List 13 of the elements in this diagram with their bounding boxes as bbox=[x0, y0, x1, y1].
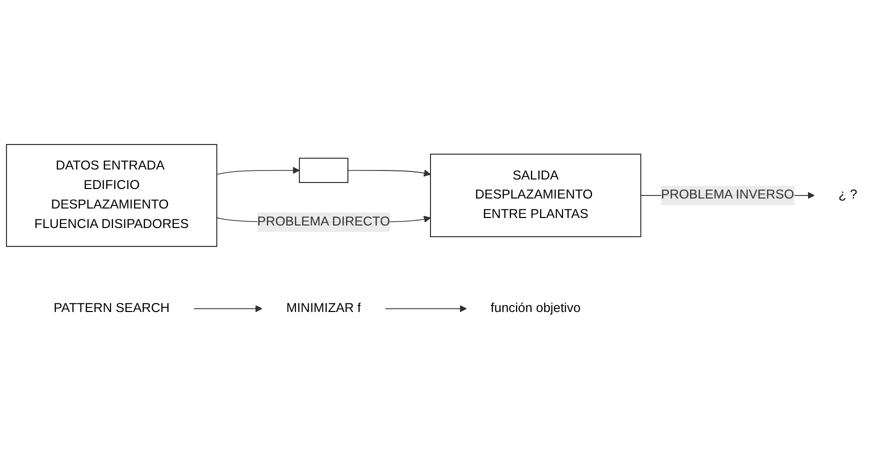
node-box bbox=[298, 157, 348, 182]
node-text: PATTERN SEARCH bbox=[54, 300, 170, 315]
node-text: MINIMIZAR f bbox=[286, 300, 362, 315]
arrow bbox=[348, 169, 431, 176]
edge-label: PROBLEMA INVERSO bbox=[661, 188, 794, 202]
node-box: SALIDA DESPLAZAMIENTO ENTRE PLANTAS bbox=[430, 153, 642, 237]
arrow bbox=[194, 304, 262, 312]
node-text: función objetivo bbox=[490, 300, 581, 315]
arrow bbox=[216, 166, 300, 174]
node-text: ¿ ? bbox=[838, 188, 858, 202]
node-box: DATOS ENTRADA EDIFICIO DESPLAZAMIENTO FLUENCIA DISIPADORES bbox=[6, 144, 218, 246]
arrow bbox=[384, 304, 467, 312]
edge-label: PROBLEMA DIRECTO bbox=[257, 214, 390, 228]
